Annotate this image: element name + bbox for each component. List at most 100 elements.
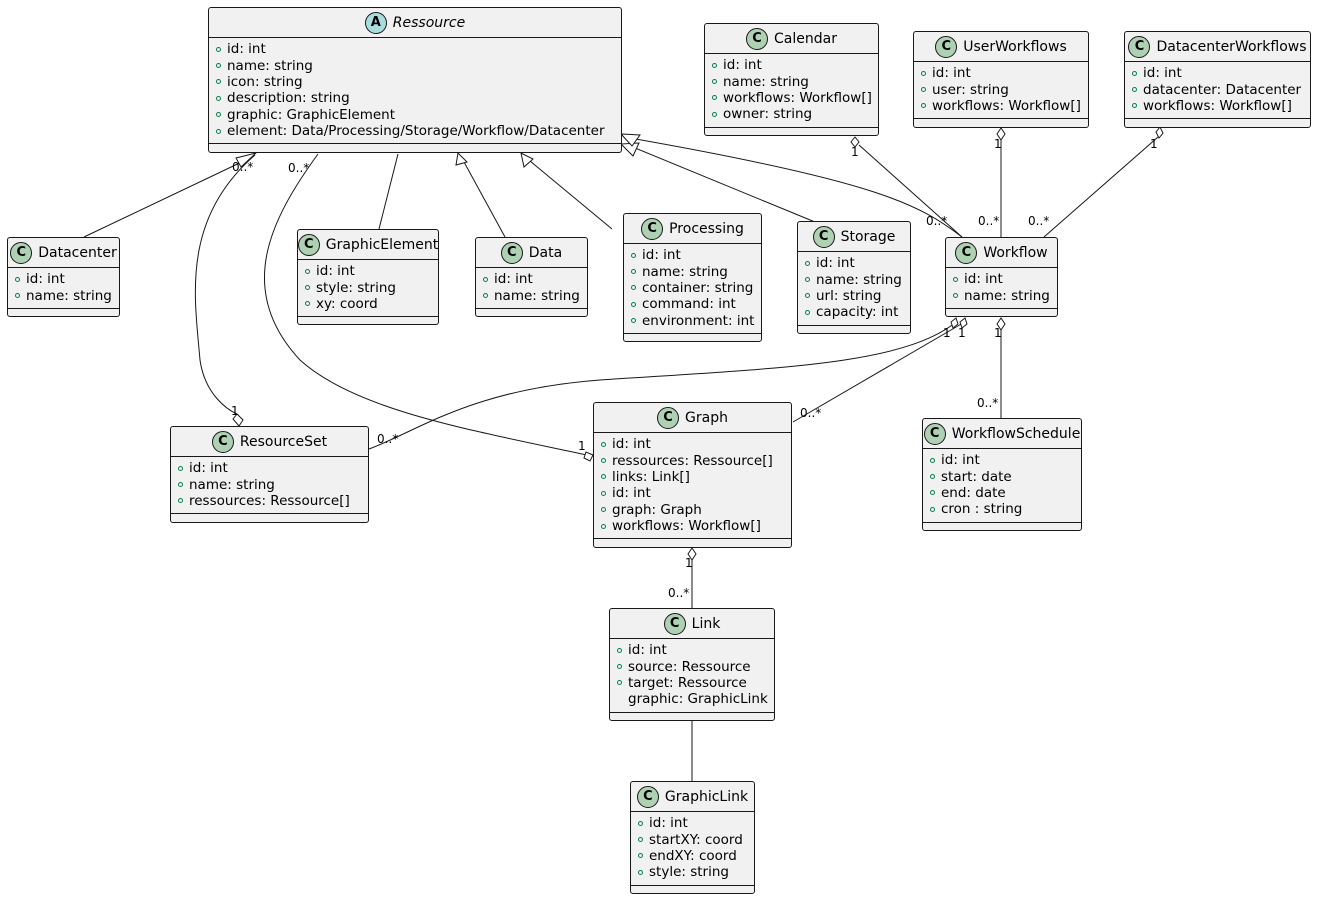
method-compartment xyxy=(624,334,761,341)
public-visibility-icon xyxy=(216,79,221,85)
public-visibility-icon xyxy=(638,837,643,843)
attribute-text: id: int xyxy=(816,255,855,272)
attribute-row: id: int xyxy=(177,460,362,476)
class-icon: C xyxy=(641,217,664,240)
attribute-text: id: int xyxy=(932,65,971,82)
attribute-row: user: string xyxy=(920,81,1082,98)
public-visibility-icon xyxy=(305,268,310,274)
class-name: Data xyxy=(528,244,563,261)
attribute-row: endXY: coord xyxy=(637,848,748,864)
public-visibility-icon xyxy=(178,498,183,504)
attribute-text: source: Ressource xyxy=(628,658,751,675)
attribute-text: name: string xyxy=(964,287,1050,304)
multiplicity-label: 0..* xyxy=(977,396,999,410)
attribute-row: id: int xyxy=(637,815,748,831)
attribute-text: container: string xyxy=(642,279,754,296)
multiplicity-label: 1 xyxy=(994,137,1002,151)
attribute-text: workflows: Workflow[] xyxy=(1143,97,1292,114)
attribute-row: workflows: Workflow[] xyxy=(600,518,785,534)
attribute-text: target: Ressource xyxy=(628,674,747,691)
class-icon: C xyxy=(923,422,946,445)
public-visibility-icon xyxy=(1132,70,1137,76)
public-visibility-icon xyxy=(631,285,636,291)
attribute-text: name: string xyxy=(494,287,580,304)
method-compartment xyxy=(209,144,621,151)
attribute-row: capacity: int xyxy=(804,304,904,320)
method-compartment xyxy=(923,523,1081,530)
attribute-row: workflows: Workflow[] xyxy=(1131,98,1304,114)
multiplicity-label: 0..* xyxy=(800,406,822,420)
inheritance-arrowhead xyxy=(235,152,258,168)
attribute-text: user: string xyxy=(932,81,1009,98)
public-visibility-icon xyxy=(216,112,221,118)
public-visibility-icon xyxy=(15,276,20,282)
aggregation-diamond xyxy=(996,127,1006,141)
attribute-text: start: date xyxy=(941,468,1012,485)
attribute-text: ressources: Ressource[] xyxy=(612,452,773,469)
attribute-text: description: string xyxy=(227,90,350,107)
class-icon: C xyxy=(657,406,680,429)
multiplicity-label: 0..* xyxy=(377,432,399,446)
attribute-row: description: string xyxy=(215,90,615,106)
attribute-row: id: int xyxy=(804,255,904,271)
attribute-row: workflows: Workflow[] xyxy=(920,98,1082,114)
public-visibility-icon xyxy=(930,506,935,512)
attribute-text: id: int xyxy=(612,485,651,502)
public-visibility-icon xyxy=(631,301,636,307)
attribute-row: id: int xyxy=(929,452,1075,468)
class-icon: C xyxy=(10,241,33,264)
attribute-row: owner: string xyxy=(711,106,872,122)
multiplicity-label: 1 xyxy=(231,404,239,418)
method-compartment xyxy=(705,128,878,135)
method-compartment xyxy=(298,317,438,324)
attribute-row: id: int xyxy=(1131,65,1304,81)
public-visibility-icon xyxy=(1132,87,1137,93)
public-visibility-icon xyxy=(601,507,606,513)
method-compartment xyxy=(946,309,1057,316)
attribute-text: owner: string xyxy=(723,106,813,123)
public-visibility-icon xyxy=(617,680,622,686)
attribute-text: name: string xyxy=(816,271,902,288)
attribute-text: icon: string xyxy=(227,73,303,90)
method-compartment xyxy=(8,309,119,316)
class-name: GraphicElement xyxy=(325,236,439,253)
public-visibility-icon xyxy=(921,103,926,109)
attribute-row: id: int xyxy=(952,271,1051,287)
class-icon: C xyxy=(935,35,958,58)
attribute-text: cron : string xyxy=(941,501,1023,518)
public-visibility-icon xyxy=(617,647,622,653)
class-icon: C xyxy=(746,27,769,50)
attribute-text: workflows: Workflow[] xyxy=(723,89,872,106)
attribute-row: id: int xyxy=(482,271,581,287)
public-visibility-icon xyxy=(805,277,810,283)
